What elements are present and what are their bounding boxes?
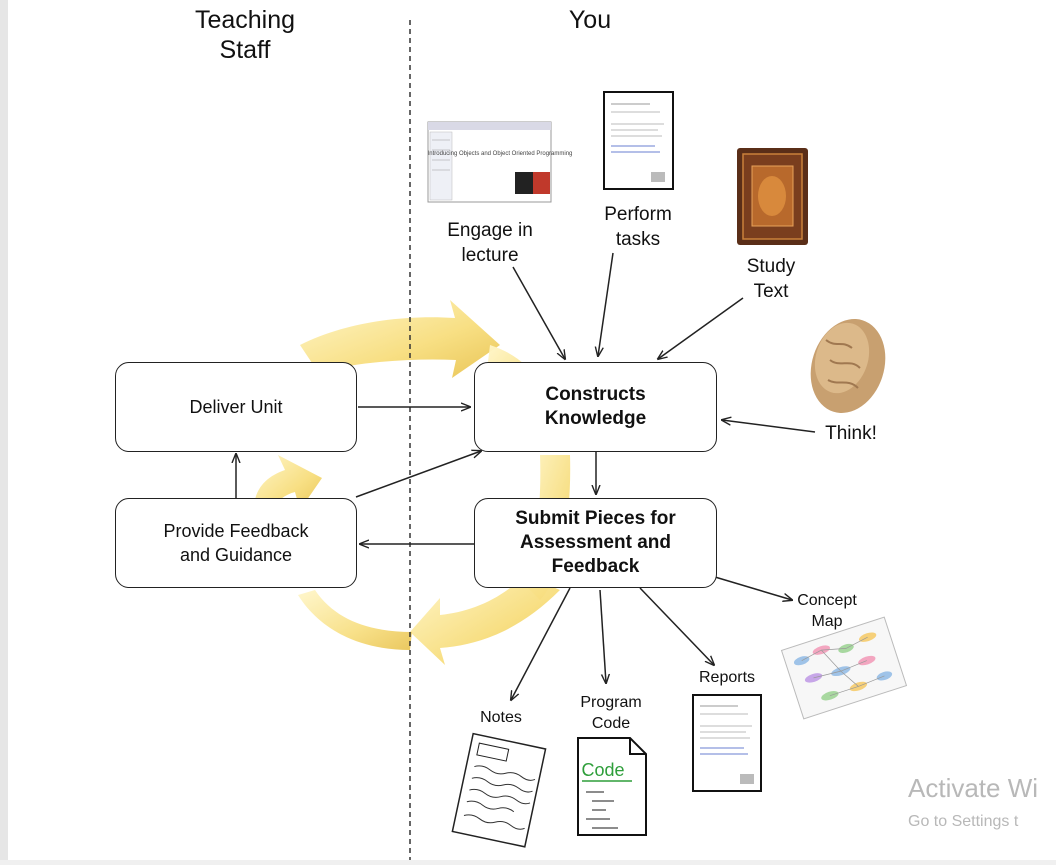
textbook-cover-image xyxy=(737,148,808,245)
code-document-icon: Code xyxy=(577,737,647,836)
cycle-arrow-left xyxy=(255,455,322,512)
lecture-slide-thumbnail: Introducing Objects and Object Oriented … xyxy=(427,121,573,203)
concept-map-image xyxy=(780,616,908,720)
arrow-to-code xyxy=(599,589,606,683)
label-study-text: Study Text xyxy=(746,256,796,302)
cycle-arrow-bottom xyxy=(298,575,560,665)
code-doc-label: Code xyxy=(581,760,624,780)
label-think: Think! xyxy=(825,423,877,444)
arrow-to-concept-map xyxy=(714,576,792,600)
header-teaching-staff: Teaching Staff xyxy=(194,6,296,64)
label-engage-in-lecture: Engage in lecture xyxy=(447,220,533,266)
notes-paper-image xyxy=(451,732,547,848)
arrow-lecture-to-constructs xyxy=(512,266,565,359)
lecture-slide-title: Introducing Objects and Object Oriented … xyxy=(428,151,573,157)
arrow-feedback-to-constructs xyxy=(355,451,481,498)
brain-image xyxy=(810,319,886,413)
label-notes: Notes xyxy=(480,709,522,726)
box-submit-pieces: Submit Pieces for Assessment and Feedbac… xyxy=(474,498,717,588)
label-program-code: Program Code xyxy=(580,694,642,732)
bottom-edge-strip xyxy=(0,860,1056,865)
left-edge-strip xyxy=(0,0,8,865)
box-constructs-knowledge: Constructs Knowledge xyxy=(474,362,717,452)
task-document-thumbnail xyxy=(603,91,674,190)
label-reports: Reports xyxy=(698,669,756,686)
arrow-to-notes xyxy=(511,587,571,700)
header-you: You xyxy=(568,6,612,34)
reports-document-thumbnail xyxy=(692,694,762,792)
activate-watermark-subtitle: Go to Settings t xyxy=(908,813,1019,830)
label-concept-map: Concept Map xyxy=(797,592,857,630)
arrow-think-to-constructs xyxy=(722,420,816,433)
box-deliver-unit: Deliver Unit xyxy=(115,362,357,452)
activate-watermark-title: Activate Wi xyxy=(908,773,1039,803)
arrow-study-to-constructs xyxy=(658,297,744,359)
arrow-tasks-to-constructs xyxy=(598,252,614,356)
arrow-to-reports xyxy=(639,587,714,665)
box-provide-feedback: Provide Feedback and Guidance xyxy=(115,498,357,588)
label-perform-tasks: Perform tasks xyxy=(604,204,672,250)
